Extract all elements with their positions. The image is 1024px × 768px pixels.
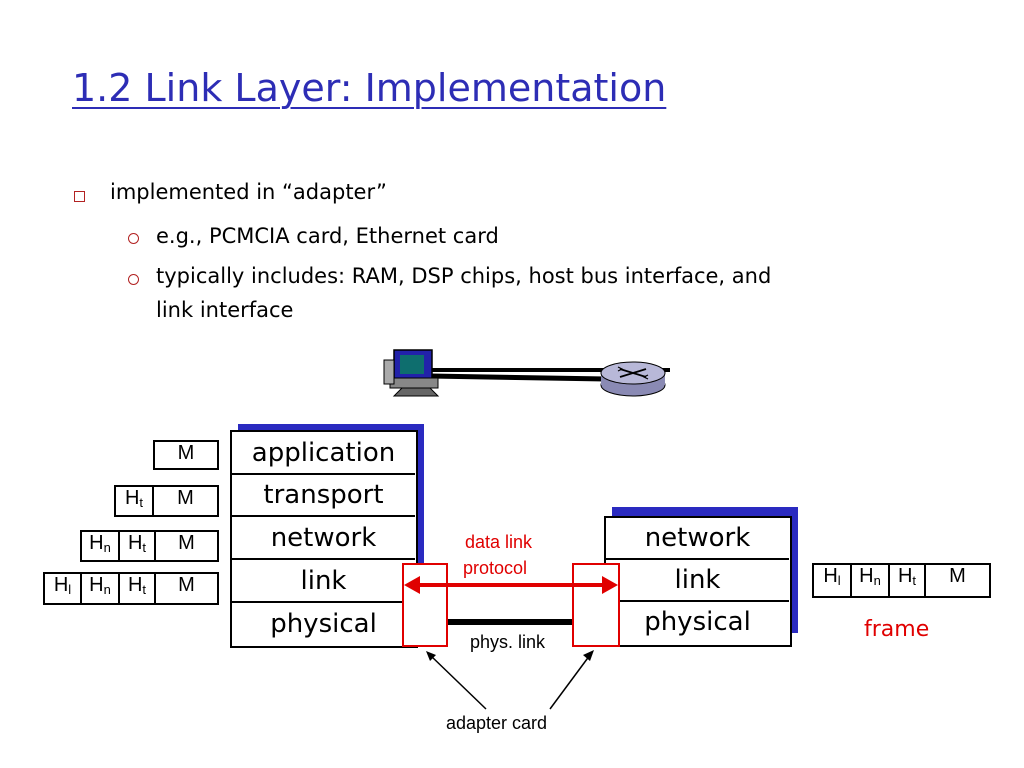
host-adapter-card [402, 563, 448, 647]
network-cable-line [429, 373, 607, 382]
router-protocol-stack: network link physical [604, 516, 792, 647]
message-box: M [154, 572, 219, 605]
adapter-card-arrows [426, 650, 594, 710]
layer-application: application [232, 432, 415, 475]
layer-physical: physical [232, 603, 415, 645]
frame-label: frame [864, 617, 930, 642]
bullet-sub-1: e.g., PCMCIA card, Ethernet card [156, 224, 499, 248]
adapter-card-label: adapter card [446, 713, 548, 733]
transport-header-box: Ht [118, 572, 156, 605]
square-bullet-icon [74, 191, 85, 202]
network-header-box: Hn [80, 530, 120, 562]
page-title: 1.2 Link Layer: Implementation [72, 66, 667, 110]
data-link-arrow [404, 576, 618, 594]
layer-network: network [232, 517, 415, 560]
network-header-box: Hn [850, 563, 890, 598]
layer-network: network [606, 518, 789, 560]
link-header-box: Hl [43, 572, 82, 605]
bullet-sub-2-line-1: typically includes: RAM, DSP chips, host… [156, 264, 772, 288]
layer-link: link [232, 560, 415, 603]
protocol-label: protocol [463, 558, 528, 578]
message-box: M [924, 563, 991, 598]
network-illustration [383, 349, 670, 397]
link-header-box: Hl [812, 563, 852, 598]
physical-link-line [416, 619, 606, 625]
message-box: M [153, 440, 219, 470]
router-adapter-card [572, 563, 620, 647]
data-link-label: data link [465, 532, 533, 552]
router-icon [600, 361, 666, 397]
host-protocol-stack: application transport network link physi… [230, 430, 418, 648]
layer-link: link [606, 560, 789, 602]
transport-header-box: Ht [888, 563, 926, 598]
transport-header-box: Ht [114, 485, 154, 517]
layer-transport: transport [232, 475, 415, 517]
circle-bullet-icon [128, 233, 139, 244]
layer-physical: physical [606, 602, 789, 644]
circle-bullet-icon [128, 274, 139, 285]
message-box: M [154, 530, 219, 562]
network-header-box: Hn [80, 572, 120, 605]
bullet-sub-2-line-2: link interface [156, 298, 294, 322]
computer-icon [383, 349, 440, 397]
phys-link-label: phys. link [470, 632, 546, 652]
message-box: M [152, 485, 219, 517]
transport-header-box: Ht [118, 530, 156, 562]
bullet-main: implemented in “adapter” [110, 180, 387, 204]
